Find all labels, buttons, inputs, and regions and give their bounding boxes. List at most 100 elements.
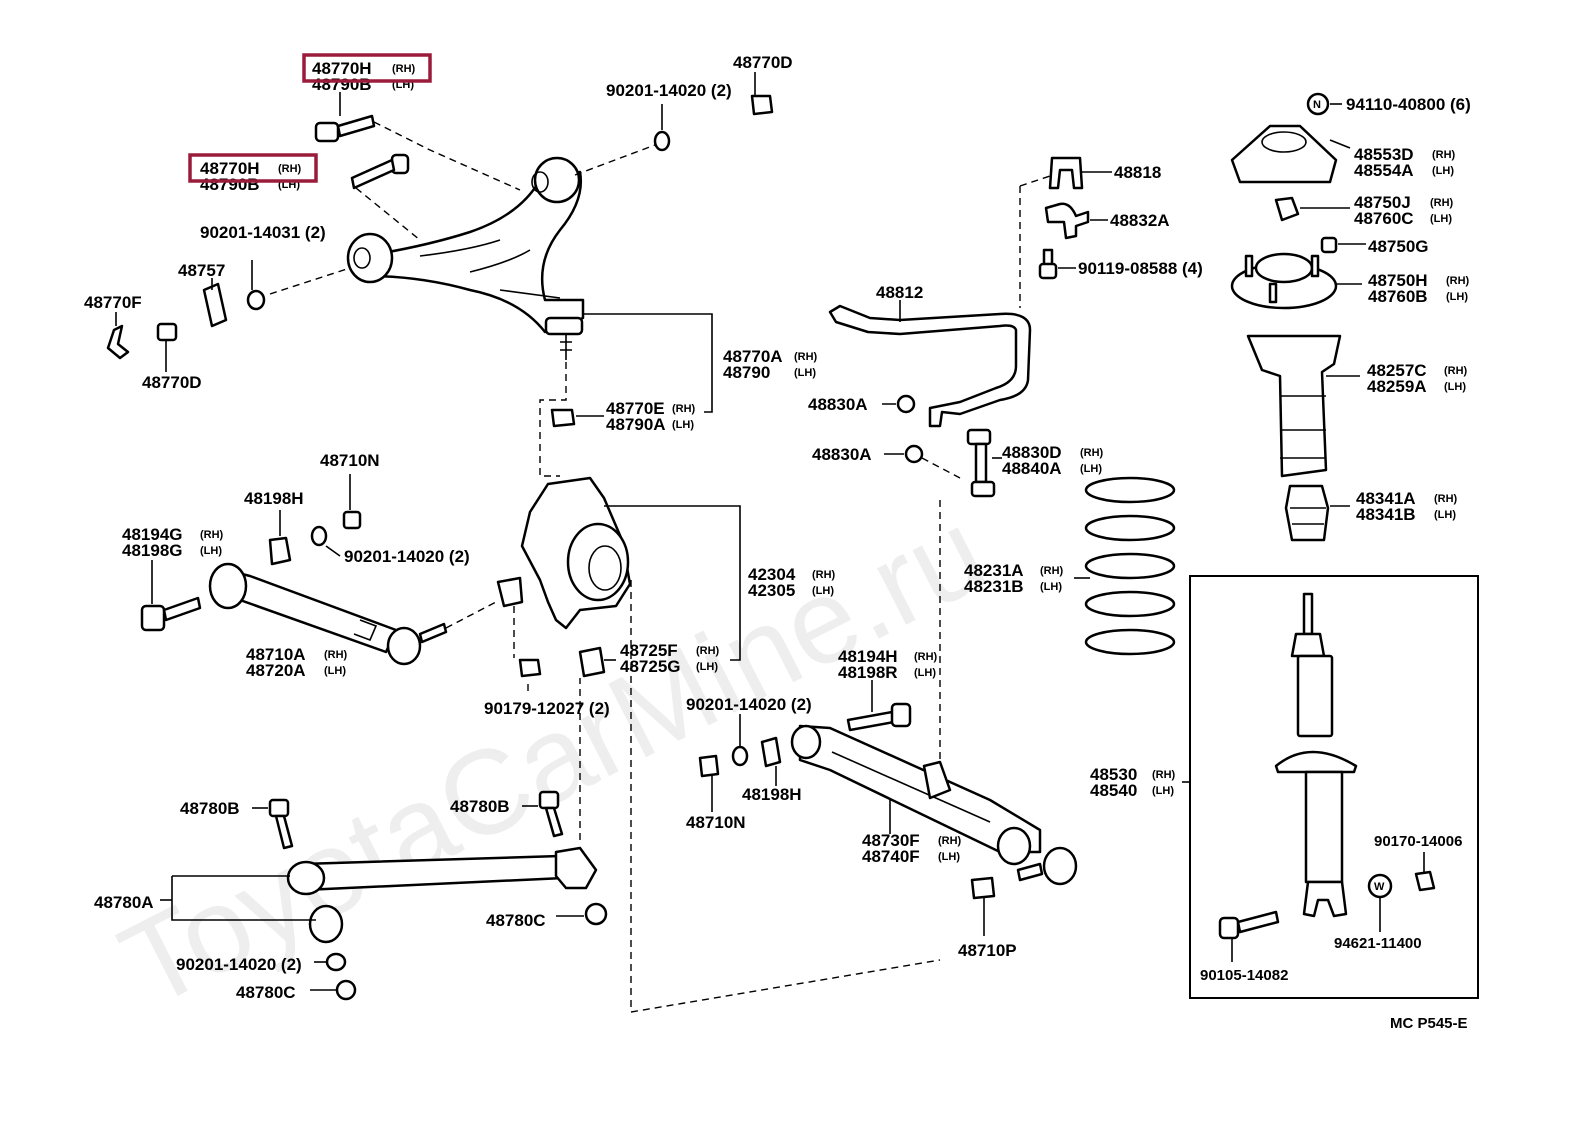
svg-text:48830D: 48830D xyxy=(1002,443,1062,462)
svg-text:48790: 48790 xyxy=(723,363,770,382)
lower-arm-48730f xyxy=(790,724,1078,886)
svg-text:(LH): (LH) xyxy=(324,665,346,677)
svg-text:48750H: 48750H xyxy=(1368,271,1428,290)
svg-text:48553D: 48553D xyxy=(1354,145,1414,164)
svg-text:48830A: 48830A xyxy=(812,445,872,464)
bolt-48194h xyxy=(846,702,912,732)
nut-48770d-top xyxy=(750,94,774,116)
part-labels: 48770H (RH) 48790B (LH) 48770H (RH) 4879… xyxy=(84,53,1471,1032)
svg-text:48198R: 48198R xyxy=(838,663,898,682)
diagram-code: MC P545-E xyxy=(1390,1015,1468,1032)
svg-text:(LH): (LH) xyxy=(1430,213,1452,225)
bushing-48780a xyxy=(308,904,344,944)
svg-text:48710N: 48710N xyxy=(686,813,746,832)
svg-text:48540: 48540 xyxy=(1090,781,1137,800)
svg-text:48341A: 48341A xyxy=(1356,489,1416,508)
svg-text:(RH): (RH) xyxy=(1040,565,1064,577)
svg-text:48780B: 48780B xyxy=(450,797,510,816)
mount-48750h xyxy=(1230,252,1338,310)
svg-text:(RH): (RH) xyxy=(1444,365,1468,377)
svg-text:(RH): (RH) xyxy=(392,63,416,75)
leader-bolt-rear xyxy=(355,187,421,241)
svg-text:42304: 42304 xyxy=(748,565,796,584)
bump-boot-48257c xyxy=(1246,334,1342,478)
svg-text:(LH): (LH) xyxy=(1444,381,1466,393)
steering-knuckle xyxy=(496,476,632,630)
highlight-box-top xyxy=(302,53,432,83)
nut-48750j xyxy=(1274,196,1300,222)
label-48790b-mid: 48790B xyxy=(200,175,260,194)
svg-text:94110-40800 (6): 94110-40800 (6) xyxy=(1346,95,1471,114)
rear-lower-arm-48780a xyxy=(286,846,598,896)
svg-text:(LH): (LH) xyxy=(1080,463,1102,475)
svg-text:(LH): (LH) xyxy=(1152,785,1174,797)
upper-control-arm xyxy=(346,156,585,360)
washer-90201-14031 xyxy=(246,289,266,311)
upper-arm-bolt-rear xyxy=(350,153,410,190)
svg-text:48750G: 48750G xyxy=(1368,237,1429,256)
svg-text:48790A: 48790A xyxy=(606,415,666,434)
bolt-48780b-left xyxy=(268,798,294,850)
svg-text:48720A: 48720A xyxy=(246,661,306,680)
svg-text:(LH): (LH) xyxy=(1434,509,1456,521)
svg-text:90201-14020 (2): 90201-14020 (2) xyxy=(344,547,470,566)
bushing-48725f xyxy=(578,646,606,678)
svg-text:(LH): (LH) xyxy=(914,667,936,679)
svg-text:48710N: 48710N xyxy=(320,451,380,470)
svg-text:(RH): (RH) xyxy=(1432,149,1456,161)
svg-text:(RH): (RH) xyxy=(696,645,720,657)
svg-text:48770D: 48770D xyxy=(142,373,202,392)
svg-text:48198H: 48198H xyxy=(742,785,802,804)
nut-48780c-bottom xyxy=(335,979,357,1001)
svg-text:48725F: 48725F xyxy=(620,641,678,660)
shock-absorber xyxy=(1274,592,1358,918)
nut-90170 xyxy=(1414,870,1436,892)
svg-text:(RH): (RH) xyxy=(812,569,836,581)
bracket-48818 xyxy=(1048,156,1084,190)
svg-text:(LH): (LH) xyxy=(200,545,222,557)
bolt-90105 xyxy=(1218,910,1280,940)
svg-text:48750J: 48750J xyxy=(1354,193,1411,212)
svg-text:48194G: 48194G xyxy=(122,525,183,544)
bolt-48194g xyxy=(140,596,202,632)
bolt-48780b-mid xyxy=(538,790,564,838)
svg-text:(RH): (RH) xyxy=(672,403,696,415)
svg-text:90170-14006: 90170-14006 xyxy=(1374,833,1462,850)
svg-text:48259A: 48259A xyxy=(1367,377,1427,396)
svg-text:48710A: 48710A xyxy=(246,645,306,664)
leader-bolt-front xyxy=(373,121,521,191)
svg-text:48830A: 48830A xyxy=(808,395,868,414)
svg-text:48840A: 48840A xyxy=(1002,459,1062,478)
svg-text:(RH): (RH) xyxy=(200,529,224,541)
nut-48770e xyxy=(550,408,576,428)
washer-90201-bottom xyxy=(325,952,347,972)
svg-text:48740F: 48740F xyxy=(862,847,920,866)
nut-90179 xyxy=(518,658,542,678)
svg-text:48710P: 48710P xyxy=(958,941,1017,960)
svg-text:(LH): (LH) xyxy=(1446,291,1468,303)
svg-text:48730F: 48730F xyxy=(862,831,920,850)
svg-text:48770F: 48770F xyxy=(84,293,142,312)
svg-text:(RH): (RH) xyxy=(938,835,962,847)
svg-text:48760B: 48760B xyxy=(1368,287,1428,306)
svg-text:42305: 42305 xyxy=(748,581,795,600)
svg-text:(RH): (RH) xyxy=(324,649,348,661)
svg-text:90105-14082: 90105-14082 xyxy=(1200,967,1288,984)
svg-text:48812: 48812 xyxy=(876,283,923,302)
svg-text:(RH): (RH) xyxy=(1080,447,1104,459)
nut-48780c-right xyxy=(584,902,608,926)
svg-text:94621-11400: 94621-11400 xyxy=(1334,935,1422,952)
nut-48710p xyxy=(970,876,996,900)
washer-90201 xyxy=(653,130,671,152)
bushing-48830a-1 xyxy=(896,394,916,414)
svg-text:(RH): (RH) xyxy=(278,163,302,175)
svg-text:(LH): (LH) xyxy=(812,585,834,597)
stabilizer-bar xyxy=(828,304,1032,428)
n-mark xyxy=(1306,92,1330,116)
svg-text:(LH): (LH) xyxy=(938,851,960,863)
bumper-48341a xyxy=(1284,484,1330,542)
svg-text:48757: 48757 xyxy=(178,261,225,280)
strut-upper-support xyxy=(1230,124,1338,184)
bracket-48757 xyxy=(202,282,228,328)
svg-text:48780A: 48780A xyxy=(94,893,154,912)
